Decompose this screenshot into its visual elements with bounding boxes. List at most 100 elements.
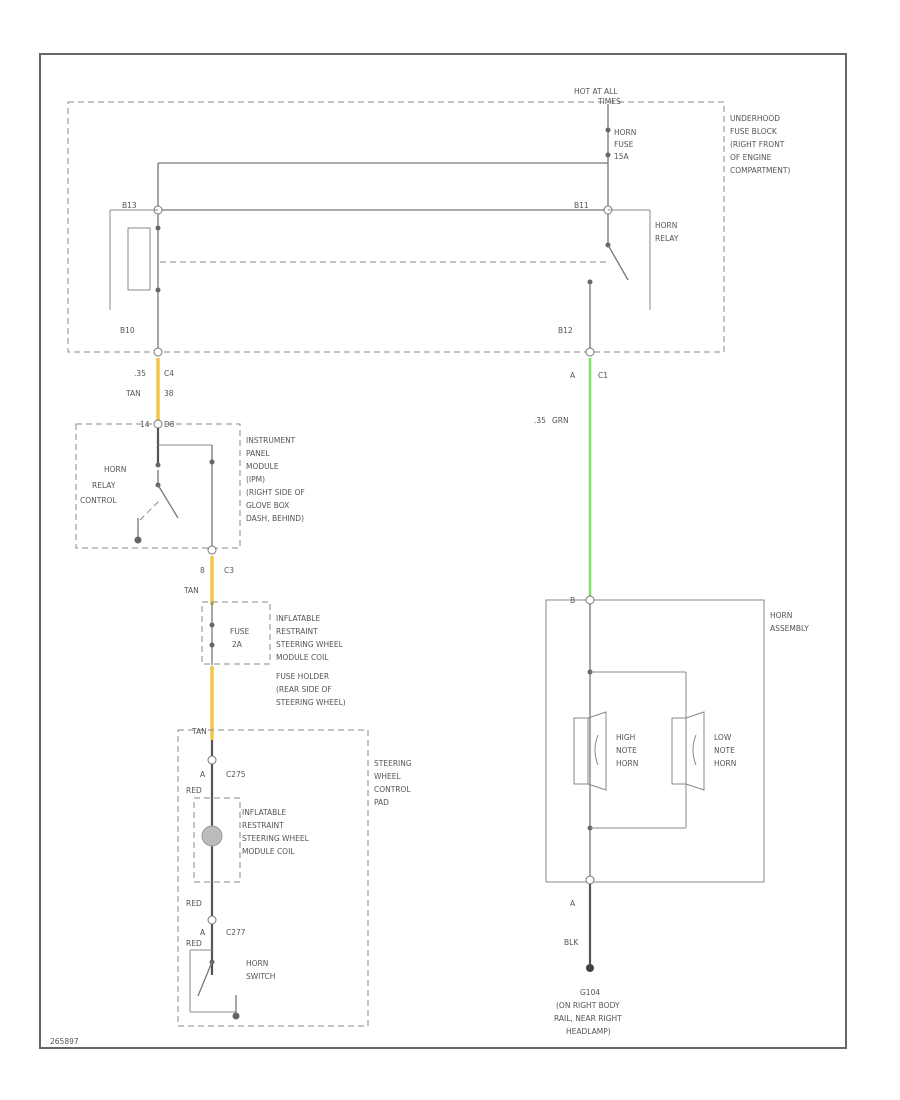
horn-switch-label: HORN SWITCH [246,959,275,981]
svg-text:.35: .35 [134,369,146,378]
svg-text:8: 8 [200,566,205,575]
svg-text:38: 38 [164,389,174,398]
pin-b13: B13 [122,201,137,210]
svg-text:15A: 15A [614,152,630,161]
svg-text:TAN: TAN [125,389,141,398]
svg-text:RESTRAINT: RESTRAINT [242,821,284,830]
horn-relay-control-label: HORN RELAY CONTROL [80,465,126,505]
svg-text:C4: C4 [164,369,174,378]
svg-text:HORN: HORN [246,959,268,968]
svg-text:MODULE: MODULE [246,462,279,471]
horn-relay-label: HORN RELAY [655,221,679,243]
svg-text:SWITCH: SWITCH [246,972,275,981]
relay-coil [127,227,151,291]
svg-text:GRN: GRN [552,416,569,425]
svg-text:RELAY: RELAY [655,234,679,243]
svg-text:(RIGHT SIDE OF: (RIGHT SIDE OF [246,488,305,497]
svg-text:LOW: LOW [714,733,732,742]
svg-text:G104: G104 [580,988,600,997]
c277-label: C277 [226,928,246,937]
svg-text:FUSE BLOCK: FUSE BLOCK [730,127,778,136]
svg-text:HORN: HORN [655,221,677,230]
ipm-pin-d8: D8 [164,420,175,429]
steering-wheel-control-pad-box [177,729,369,1027]
svg-text:RAIL, NEAR RIGHT: RAIL, NEAR RIGHT [554,1014,622,1023]
svg-text:UNDERHOOD: UNDERHOOD [730,114,780,123]
svg-text:HIGH: HIGH [616,733,635,742]
svg-text:CONTROL: CONTROL [374,785,411,794]
ground-point [586,964,594,972]
c277-pin: A [200,928,206,937]
steering-pad-label: STEERING WHEEL CONTROL PAD [374,759,412,807]
steering-tan-label: TAN [191,727,207,736]
fuse-holder-box [201,601,271,665]
svg-text:HORN: HORN [714,759,736,768]
blk-wire-label: BLK [564,938,579,947]
svg-text:.35: .35 [534,416,546,425]
ground-g104-label: G104 (ON RIGHT BODY RAIL, NEAR RIGHT HEA… [554,988,622,1036]
svg-text:FUSE: FUSE [614,140,634,149]
underhood-fuse-block-box [67,101,725,353]
clockspring-coil [201,825,223,847]
horn-pin-b: B [570,596,575,605]
svg-text:NOTE: NOTE [616,746,637,755]
svg-text:RESTRAINT: RESTRAINT [276,627,318,636]
red-label-1: RED [186,786,202,795]
svg-text:HORN: HORN [770,611,792,620]
svg-text:INSTRUMENT: INSTRUMENT [246,436,296,445]
svg-text:OF ENGINE: OF ENGINE [730,153,772,162]
svg-text:STEERING WHEEL: STEERING WHEEL [242,834,310,843]
svg-text:WHEEL: WHEEL [374,772,402,781]
red-label-3: RED [186,939,202,948]
horn-wire-labels: A C1 .35 GRN [534,371,608,425]
diagram-frame [39,53,847,1049]
footer-code: 265897 [50,1037,79,1046]
c275-pin: A [200,770,206,779]
svg-text:HEADLAMP): HEADLAMP) [566,1027,611,1036]
c275-label: C275 [226,770,246,779]
svg-text:TAN: TAN [183,586,199,595]
svg-text:C1: C1 [598,371,608,380]
low-note-horn-icon [671,711,705,791]
svg-text:C3: C3 [224,566,234,575]
ipm-output-labels: 8 C3 TAN [183,566,234,595]
svg-text:STEERING WHEEL: STEERING WHEEL [276,640,344,649]
svg-text:INFLATABLE: INFLATABLE [276,614,320,623]
svg-text:COMPARTMENT): COMPARTMENT) [730,166,790,175]
svg-text:DASH, BEHIND): DASH, BEHIND) [246,514,304,523]
svg-text:(REAR SIDE OF: (REAR SIDE OF [276,685,332,694]
pin-b11: B11 [574,201,589,210]
svg-text:(IPM): (IPM) [246,475,265,484]
svg-text:14: 14 [140,420,150,429]
svg-text:(ON RIGHT BODY: (ON RIGHT BODY [556,1001,620,1010]
high-note-horn-icon [573,711,607,791]
ipm-connector-labels: .35 C4 TAN 38 14 [125,369,174,429]
svg-text:FUSE: FUSE [230,627,250,636]
coil-subbox [193,797,241,883]
svg-text:MODULE COIL: MODULE COIL [276,653,329,662]
pin-b10: B10 [120,326,135,335]
low-note-horn-label: LOW NOTE HORN [714,733,736,768]
svg-text:MODULE COIL: MODULE COIL [242,847,295,856]
svg-text:STEERING: STEERING [374,759,412,768]
horn-assembly-label: HORN ASSEMBLY [770,611,809,633]
times-label: TIMES [597,97,621,106]
svg-text:HORN: HORN [614,128,636,137]
pin-b12: B12 [558,326,573,335]
svg-text:2A: 2A [232,640,243,649]
horn-assembly-box [545,599,765,883]
svg-text:PANEL: PANEL [246,449,271,458]
svg-text:ASSEMBLY: ASSEMBLY [770,624,809,633]
svg-text:FUSE HOLDER: FUSE HOLDER [276,672,329,681]
svg-text:(RIGHT FRONT: (RIGHT FRONT [730,140,785,149]
horn-pin-a: A [570,899,576,908]
hot-at-all-label: HOT AT ALL [574,87,618,96]
red-label-2: RED [186,899,202,908]
steering-coil-label: INFLATABLE RESTRAINT STEERING WHEEL MODU… [242,808,310,856]
svg-text:INFLATABLE: INFLATABLE [242,808,286,817]
svg-text:CONTROL: CONTROL [80,496,117,505]
fuse-2a-label: FUSE 2A [230,627,250,649]
svg-text:STEERING WHEEL): STEERING WHEEL) [276,698,346,707]
horn-fuse-label: HORN FUSE 15A [614,128,636,161]
